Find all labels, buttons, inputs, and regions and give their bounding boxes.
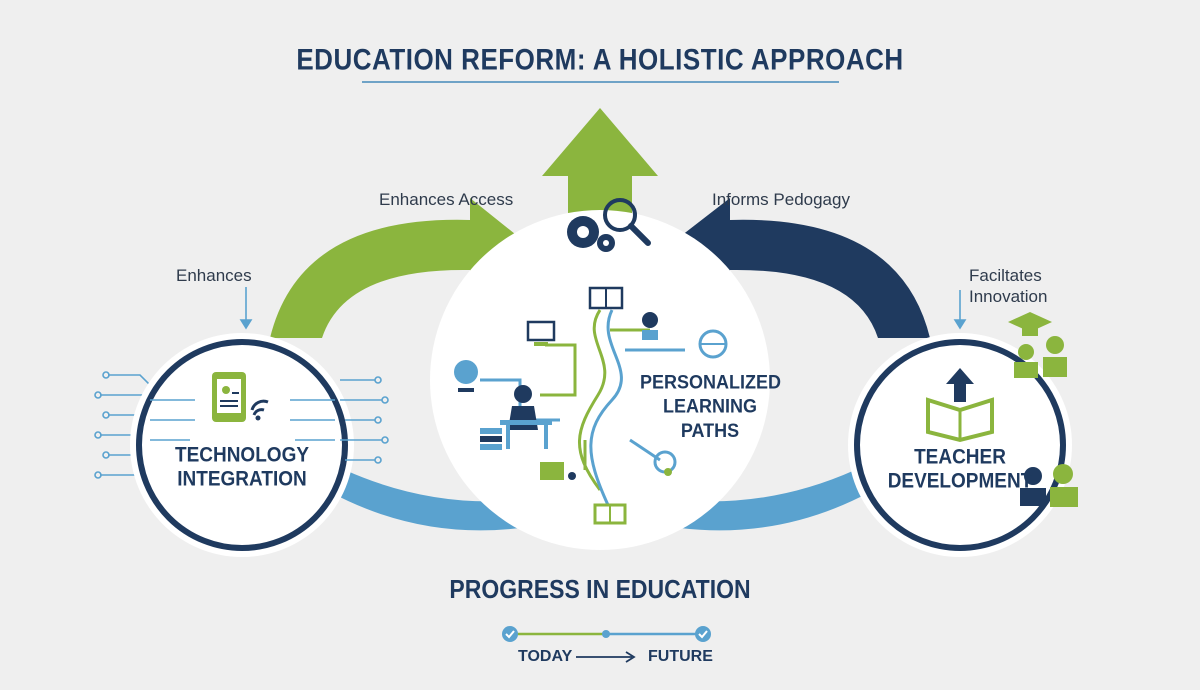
teacher-line2: DEVELOPMENT [887, 470, 1033, 494]
person-icon [642, 312, 658, 340]
personalized-line2: LEARNING [663, 395, 757, 417]
enhances-access-label: Enhances Access [379, 190, 514, 209]
teacher-line1: TEACHER [914, 445, 1006, 469]
computer-icon [526, 320, 556, 346]
personalized-line1: PERSONALIZED [640, 370, 782, 393]
progress-title: PROGRESS IN EDUCATION [449, 574, 751, 604]
technology-line2: INTEGRATION [177, 468, 307, 492]
tablet-wifi-icon [212, 372, 269, 422]
technology-line1: TECHNOLOGY [174, 443, 310, 467]
bottom-right-arc [680, 470, 870, 531]
bottom-left-arc [330, 470, 520, 531]
informs-pedagogy-arrow [668, 198, 930, 338]
globe-icon-right [698, 329, 728, 359]
page-title: EDUCATION REFORM: A HOLISTIC APPROACH [296, 41, 904, 77]
music-icon [540, 462, 576, 480]
title-underline [362, 81, 839, 83]
teacher-development-label: TEACHER DEVELOPMENT [880, 446, 1040, 494]
book-icon-top [588, 286, 624, 310]
graduation-cap-icon [1008, 312, 1067, 378]
teacher-student-icon [1020, 464, 1078, 507]
today-check-icon [502, 626, 518, 642]
innovation-label: Innovation [969, 287, 1048, 306]
circuit-lines-left-inner [150, 399, 335, 441]
future-check-icon [695, 626, 711, 642]
midpoint-dot [602, 630, 610, 638]
informs-pedagogy-label: Informs Pedogagy [712, 190, 850, 209]
science-icon [653, 450, 677, 476]
personalized-learning-label: PERSONALIZED LEARNING PATHS [640, 370, 782, 443]
student-desk-icon [480, 385, 552, 450]
globe-icon-left [454, 360, 478, 392]
circuit-lines-left-right [340, 376, 389, 464]
facilitates-label: Faciltates [969, 266, 1042, 285]
progress-timeline [502, 626, 711, 663]
enhances-label: Enhances [176, 266, 252, 285]
technology-circle [130, 333, 354, 557]
book-growth-icon [926, 368, 994, 443]
enhances-access-arrow [270, 198, 530, 338]
personalized-line3: PATHS [680, 419, 740, 442]
future-label: FUTURE [648, 648, 713, 665]
gear-magnifier-icon [567, 198, 651, 252]
today-label: TODAY [518, 648, 573, 665]
center-circle [430, 210, 770, 550]
teacher-circle [848, 333, 1072, 557]
innovation-pointer [953, 290, 967, 330]
book-icon-bottom [593, 503, 627, 525]
technology-integration-label: TECHNOLOGY INTEGRATION [162, 444, 322, 492]
enhances-pointer [239, 287, 253, 330]
